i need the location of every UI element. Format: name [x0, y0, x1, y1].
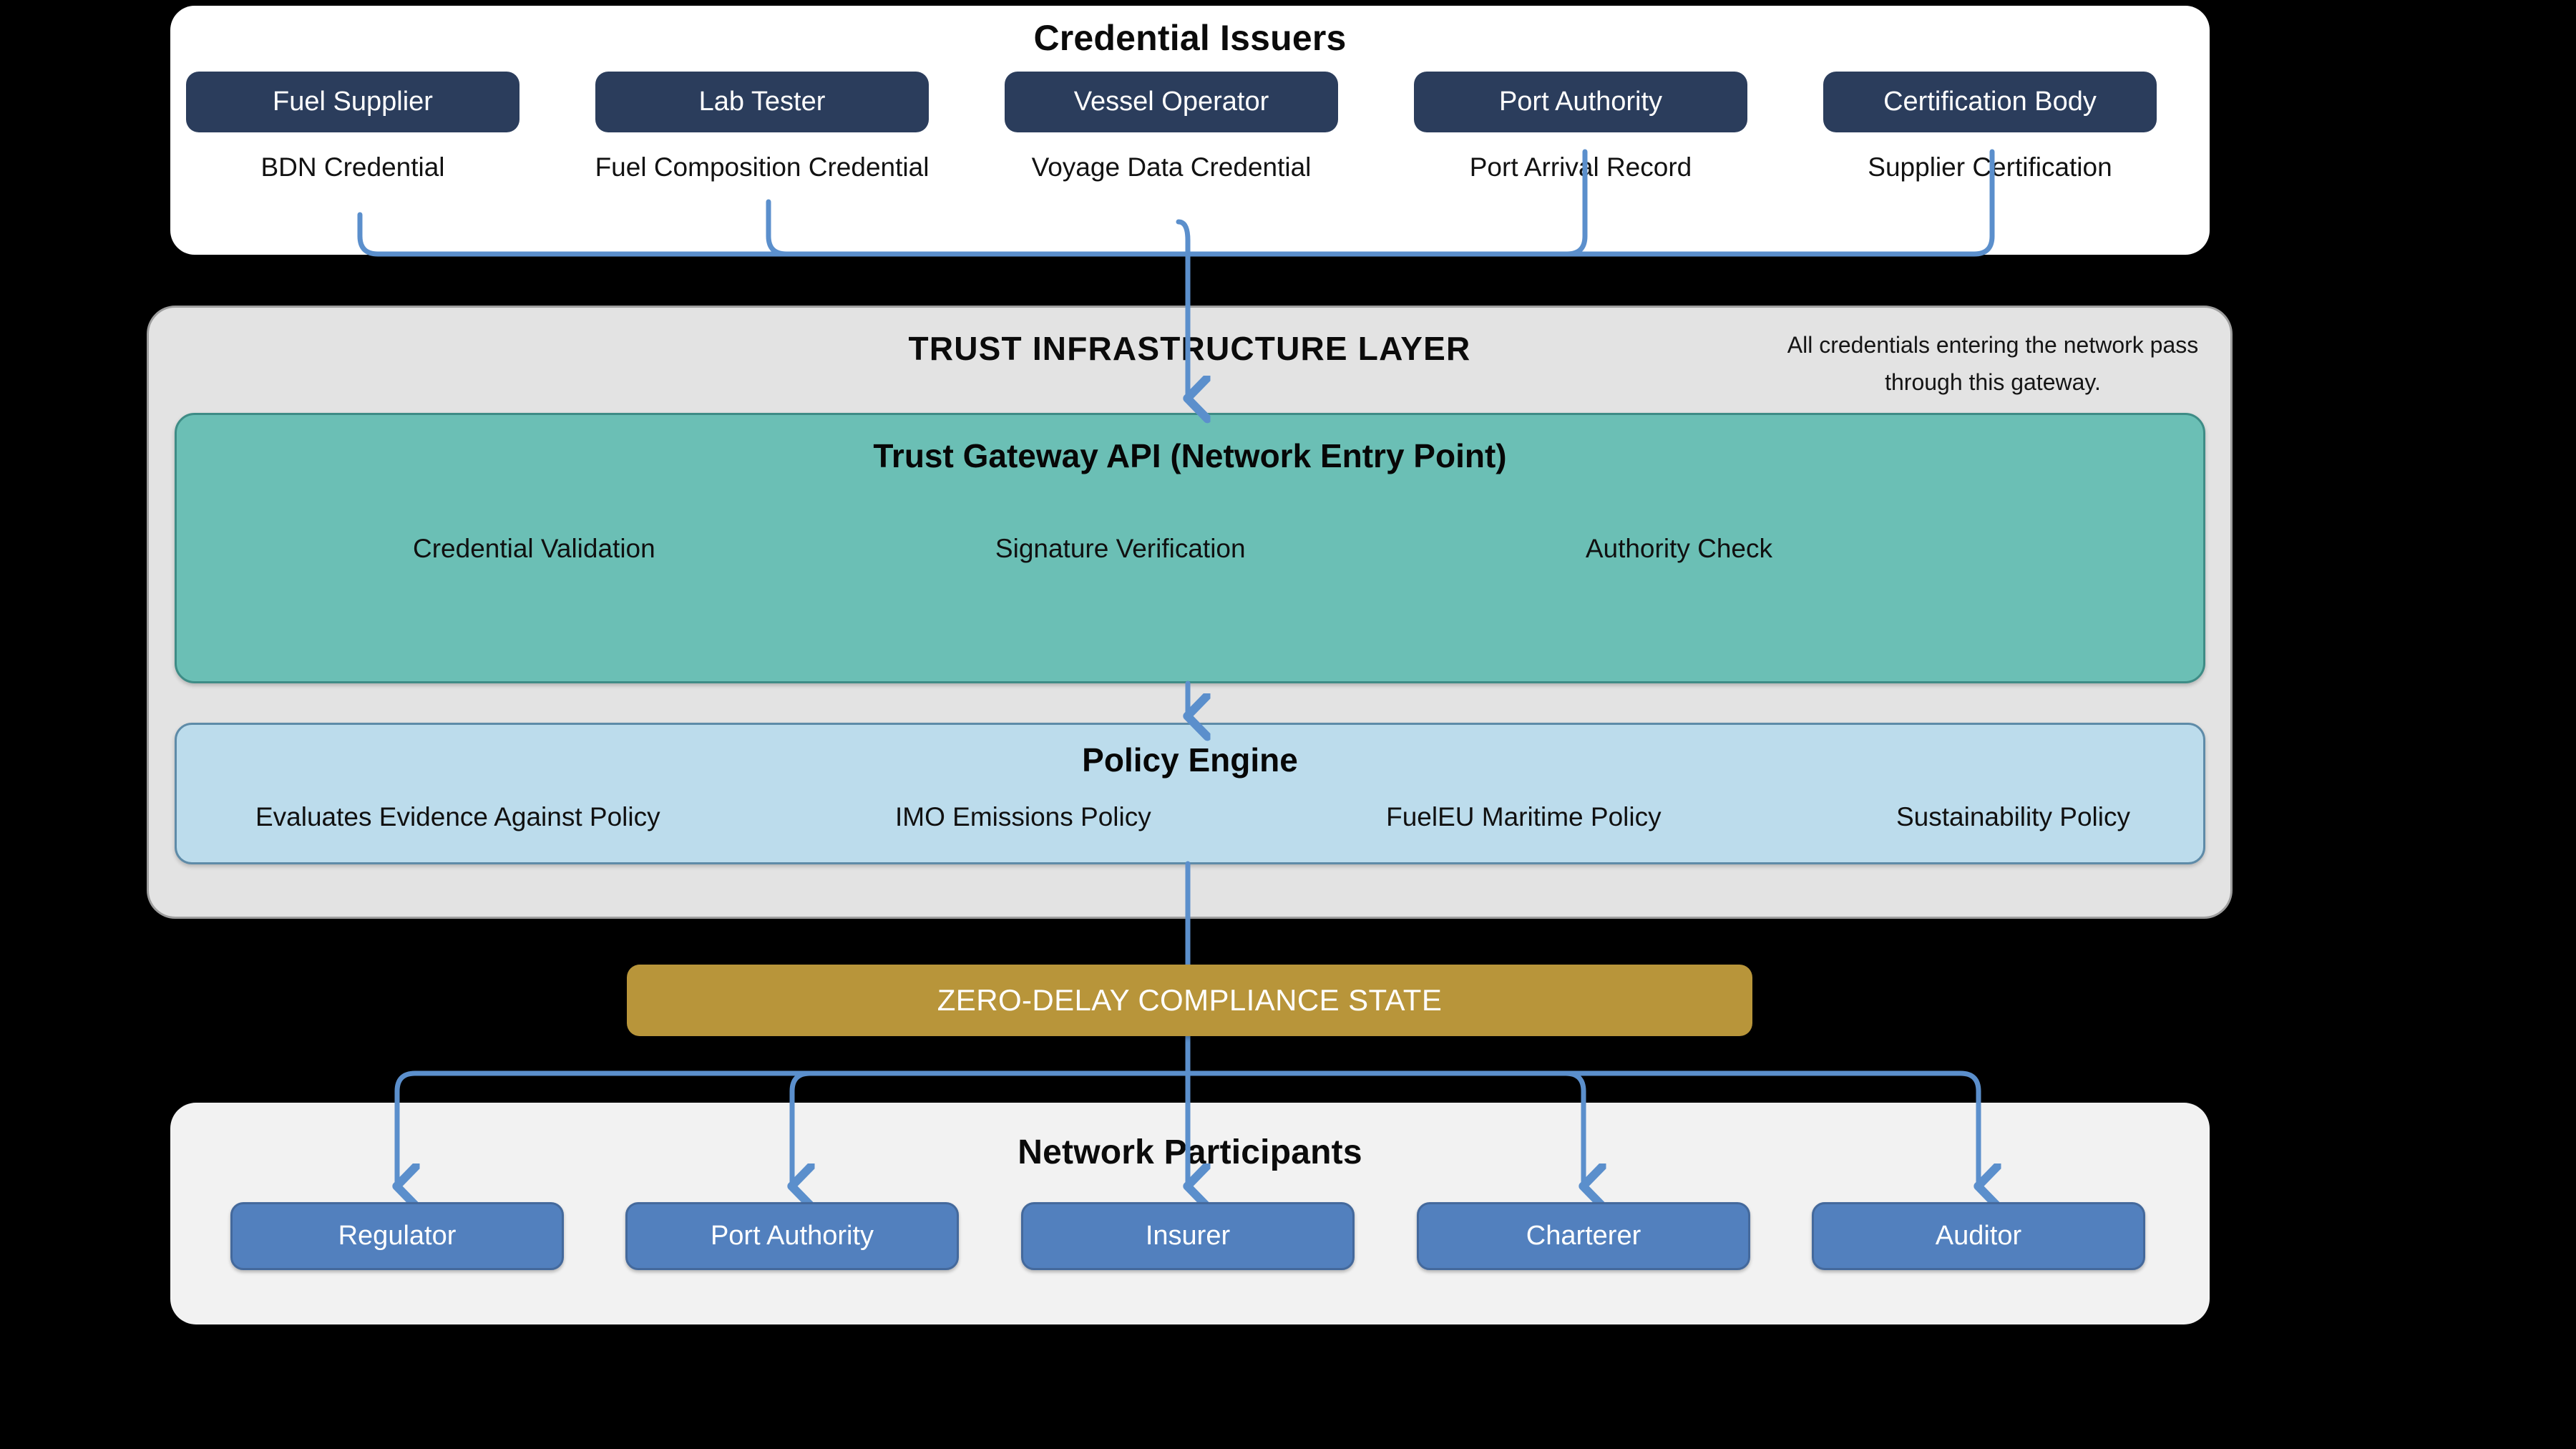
issuer-credential-port-authority: Port Arrival Record — [1469, 152, 1692, 182]
gateway-function-authority-check: Authority Check — [1585, 534, 1772, 563]
participant-chip-port-authority[interactable]: Port Authority — [625, 1202, 959, 1270]
issuer-credential-certification-body: Supplier Certification — [1868, 152, 2112, 182]
trust-gateway-function-list: Credential Validation Signature Verifica… — [413, 534, 1772, 564]
gateway-function-signature-verification: Signature Verification — [995, 534, 1246, 563]
issuer-credential-vessel-operator: Voyage Data Credential — [1031, 152, 1312, 182]
issuer-credential-lab-tester: Fuel Composition Credential — [595, 152, 930, 182]
policy-engine-item-list: Evaluates Evidence Against Policy IMO Em… — [255, 802, 2130, 832]
credential-issuers-title: Credential Issuers — [1033, 18, 1347, 58]
issuer-chip-certification-body[interactable]: Certification Body — [1823, 72, 2157, 132]
issuer-credential-fuel-supplier: BDN Credential — [260, 152, 445, 182]
credential-issuers-panel: Credential Issuers Fuel Supplier BDN Cre… — [170, 6, 2210, 255]
issuer-chip-vessel-operator[interactable]: Vessel Operator — [1005, 72, 1338, 132]
trust-gateway-api-box: Trust Gateway API (Network Entry Point) … — [175, 413, 2205, 683]
issuer-column-lab-tester: Lab Tester Fuel Composition Credential — [594, 72, 930, 190]
trust-infrastructure-layer-panel: TRUST INFRASTRUCTURE LAYER All credentia… — [147, 306, 2233, 919]
policy-engine-box: Policy Engine Evaluates Evidence Against… — [175, 723, 2205, 864]
issuer-chip-port-authority[interactable]: Port Authority — [1414, 72, 1747, 132]
policy-item-evaluates-evidence: Evaluates Evidence Against Policy — [255, 802, 660, 831]
participant-chip-regulator[interactable]: Regulator — [230, 1202, 564, 1270]
issuer-column-port-authority: Port Authority Port Arrival Record — [1413, 72, 1749, 190]
issuer-column-vessel-operator: Vessel Operator Voyage Data Credential — [1003, 72, 1340, 190]
policy-engine-title: Policy Engine — [1082, 741, 1298, 779]
network-participants-title: Network Participants — [1018, 1133, 1362, 1171]
policy-item-fueleu-maritime: FuelEU Maritime Policy — [1386, 802, 1662, 831]
policy-item-imo-emissions: IMO Emissions Policy — [895, 802, 1151, 831]
issuer-column-certification-body: Certification Body Supplier Certificatio… — [1822, 72, 2158, 190]
participant-chip-auditor[interactable]: Auditor — [1812, 1202, 2145, 1270]
policy-item-sustainability: Sustainability Policy — [1896, 802, 2130, 831]
issuer-column-fuel-supplier: Fuel Supplier BDN Credential — [185, 72, 521, 190]
gateway-function-credential-validation: Credential Validation — [413, 534, 655, 563]
zero-delay-compliance-state-bar: ZERO-DELAY COMPLIANCE STATE — [627, 965, 1752, 1036]
participant-chip-insurer[interactable]: Insurer — [1021, 1202, 1355, 1270]
participant-chip-charterer[interactable]: Charterer — [1417, 1202, 1750, 1270]
trust-gateway-api-title: Trust Gateway API (Network Entry Point) — [873, 437, 1507, 474]
trust-gateway-note: All credentials entering the network pas… — [1787, 332, 2199, 395]
issuer-chip-fuel-supplier[interactable]: Fuel Supplier — [186, 72, 519, 132]
issuer-chip-lab-tester[interactable]: Lab Tester — [595, 72, 929, 132]
